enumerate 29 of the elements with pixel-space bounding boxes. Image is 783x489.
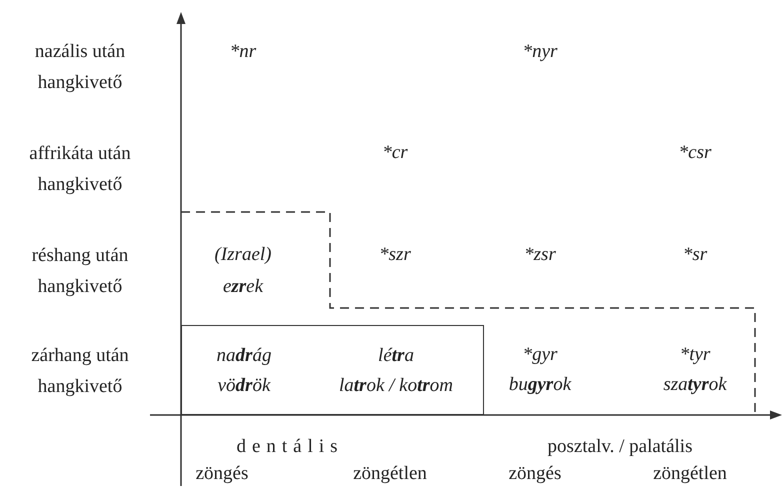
example-word: szatyrok [663,374,727,396]
column-label: dentális [236,436,344,458]
example-word: *gyr [522,344,558,366]
column-label: posztalv. / palatális [548,436,692,458]
example-word: *csr [678,142,712,164]
row-label: zárhang után hangkivető [30,344,130,399]
row-label: réshang után hangkivető [30,244,130,299]
column-label: zöngétlen [353,463,427,485]
row-label: affrikáta után hangkivető [28,142,132,197]
column-label: zöngétlen [653,463,727,485]
dashed-region [181,212,755,415]
example-word: *szr [379,244,411,266]
example-word: nadrág [216,345,272,367]
row-label: nazális után hangkivető [34,40,126,95]
example-word: *sr [682,244,708,266]
example-word: *tyr [680,344,710,366]
example-word: *cr [382,142,408,164]
example-word: *zsr [524,244,556,266]
example-word: *nyr [522,41,558,63]
example-word: latrok / kotrom [338,375,454,397]
example-word: *nr [230,41,256,63]
example-word: vödrök [218,375,270,397]
example-word: (Izrael) [214,244,272,266]
example-word: létra [378,345,414,367]
solid-region [181,325,484,415]
example-word: bugyrok [508,374,572,396]
example-word: ezrek [222,276,264,298]
column-label: zöngés [196,463,248,485]
column-label: zöngés [508,463,562,485]
